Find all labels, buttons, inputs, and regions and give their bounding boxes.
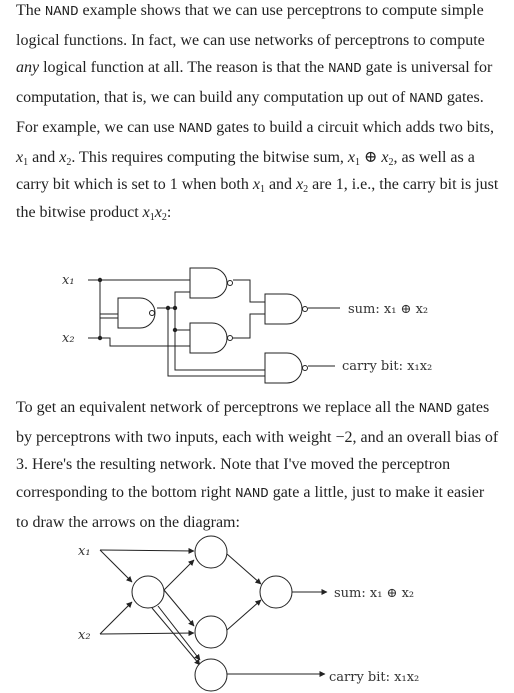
input-x1-label: x₁ (78, 544, 91, 559)
nand-gate-4 (264, 293, 303, 325)
nand-circuit-diagram: x₁ x₂ sum: x₁ ⊕ x₂ carry bit: x₁x₂ (62, 267, 432, 384)
wire-x2 (88, 313, 118, 339)
sum-output-label: sum: x₁ ⊕ x₂ (348, 302, 428, 317)
code-nand: NAND (418, 401, 453, 417)
nand-gate-3 (189, 322, 228, 354)
code-nand: NAND (235, 486, 269, 503)
input-x1-label: x₁ (62, 273, 75, 288)
nand-gate-1 (117, 297, 156, 329)
perceptron-1 (131, 575, 165, 609)
wire-gate1-out (157, 291, 190, 309)
carry-output-label: carry bit: x₁x₂ (342, 359, 432, 374)
perceptron-3 (194, 615, 228, 649)
nand-gate-2 (189, 267, 228, 299)
input-x2-label: x₂ (62, 331, 75, 346)
perceptron-network-diagram: x₁ x₂ sum: x₁ ⊕ x₂ carry bit: x₁x₂ (78, 535, 419, 692)
emphasis-any: any (16, 59, 40, 77)
nand-gate-5 (264, 352, 303, 384)
wire-x2-to-gate3 (100, 337, 190, 347)
code-nand: NAND (409, 91, 443, 108)
sum-output-label: sum: x₁ ⊕ x₂ (334, 586, 414, 601)
carry-output-label: carry bit: x₁x₂ (329, 670, 419, 685)
code-nand: NAND (328, 61, 362, 78)
perceptron-2 (194, 535, 228, 569)
perceptron-5 (194, 658, 228, 692)
code-nand: NAND (178, 120, 213, 137)
paragraph-perceptron-network: To get an equivalent network of perceptr… (16, 399, 499, 531)
input-x2-label: x₂ (78, 628, 91, 643)
paragraph-nand-intro: The NAND example shows that we can use p… (16, 2, 499, 223)
wire-x1 (88, 279, 118, 319)
perceptron-4 (259, 575, 293, 609)
code-nand: NAND (44, 4, 79, 20)
